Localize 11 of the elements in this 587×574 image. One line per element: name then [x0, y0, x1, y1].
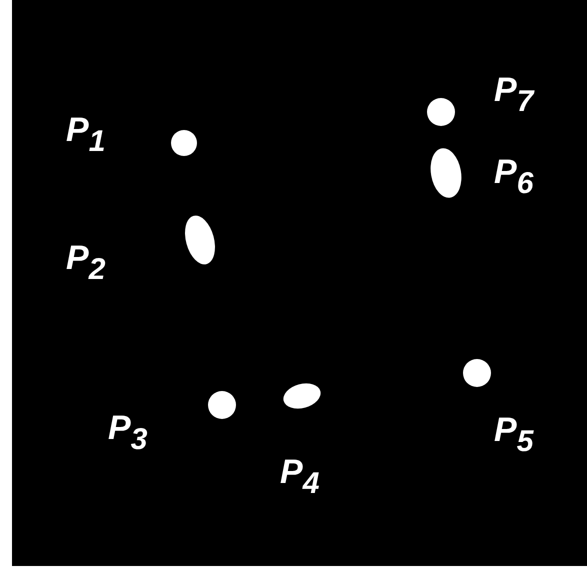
point-label: P$_{4}$ — [280, 452, 320, 502]
point-label: P$_{5}$ — [494, 410, 534, 460]
dot-marker — [207, 390, 237, 420]
point-label: P$_{2}$ — [66, 238, 106, 288]
point-label: P$_{7}$ — [494, 70, 534, 120]
dot-marker — [462, 358, 492, 388]
point-label: P$_{3}$ — [108, 408, 148, 458]
dot-marker — [170, 129, 198, 157]
point-label: P$_{1}$ — [66, 110, 106, 160]
dot-marker — [426, 97, 456, 127]
point-label: P$_{6}$ — [494, 152, 534, 202]
